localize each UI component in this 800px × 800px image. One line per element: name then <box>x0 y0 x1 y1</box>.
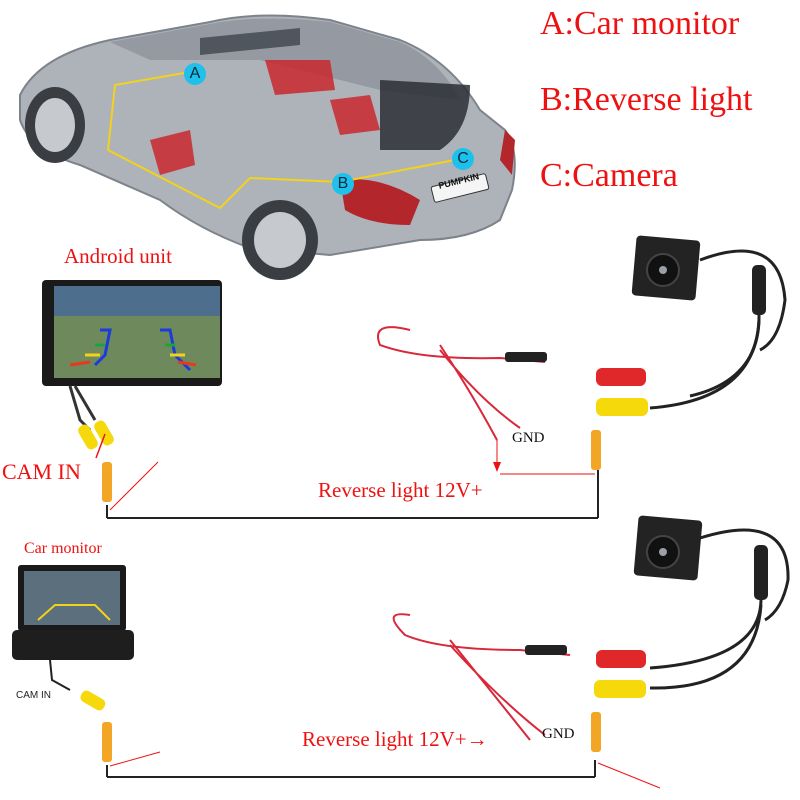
camera-top <box>591 235 787 470</box>
car-monitor-screen <box>12 565 134 762</box>
gnd-label-top: GND <box>512 430 545 446</box>
camera-bottom <box>591 515 790 752</box>
car-monitor-label: Car monitor <box>24 540 102 557</box>
android-unit-label: Android unit <box>64 244 172 268</box>
legend-c: C:Camera <box>540 157 678 194</box>
legend-a: A:Car monitor <box>540 5 740 42</box>
marker-a-car-monitor: A <box>184 63 206 85</box>
reverse-light-label-top: Reverse light 12V+ <box>318 478 483 502</box>
power-cable-bottom <box>392 613 571 741</box>
reverse-light-label-bottom: Reverse light 12V+→ <box>302 727 488 751</box>
bottom-wiring <box>106 751 661 789</box>
marker-b-reverse-light: B <box>332 173 354 195</box>
legend-b: B:Reverse light <box>540 81 753 118</box>
top-wiring <box>106 440 599 519</box>
cam-in-label-bottom: CAM IN <box>16 690 51 701</box>
android-unit-screen <box>42 280 222 502</box>
wiring-route <box>106 71 456 210</box>
marker-c-camera: C <box>452 148 474 170</box>
car-body <box>19 14 516 280</box>
cam-in-label-top: CAM IN <box>2 459 81 484</box>
gnd-label-bottom: GND <box>542 726 575 742</box>
power-cable-top <box>377 326 547 441</box>
